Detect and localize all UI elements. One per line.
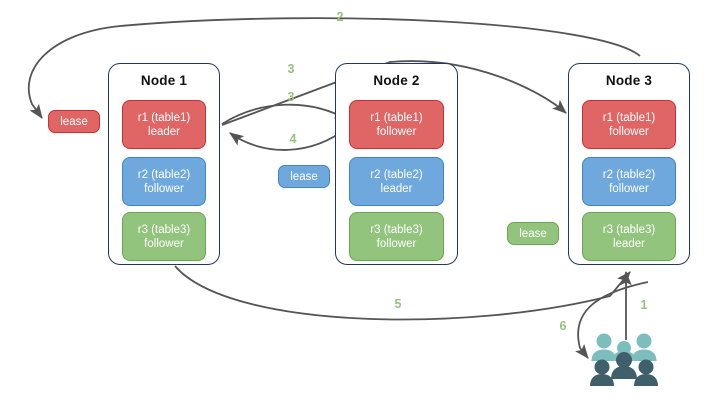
step-label-6: 6 — [559, 319, 567, 333]
replica-role: follower — [609, 125, 649, 138]
edge-3-node1-to-node2 — [221, 103, 349, 125]
replica-role: follower — [376, 125, 417, 138]
node-title: Node 2 — [373, 73, 420, 88]
replica-r3[interactable]: r3 (table3) leader — [582, 212, 676, 261]
edge-5-node1-to-node3 — [174, 265, 631, 321]
replica-role: leader — [380, 182, 413, 195]
replica-role: follower — [376, 237, 417, 250]
node-title: Node 1 — [140, 73, 188, 88]
replica-name: r2 (table2) — [370, 168, 423, 181]
replica-name: r3 (table3) — [137, 223, 191, 236]
replica-name: r3 (table3) — [370, 223, 423, 236]
replica-name: r1 (table1) — [370, 111, 423, 124]
replica-r2[interactable]: r2 (table2) leader — [349, 157, 444, 206]
node-box-2[interactable]: Node 2 r1 (table1) follower r2 (table2) … — [335, 63, 458, 265]
step-label-3-lower: 3 — [287, 90, 295, 104]
users-group-icon — [590, 333, 658, 386]
step-label-1: 1 — [640, 298, 648, 312]
replica-r2[interactable]: r2 (table2) follower — [122, 157, 206, 206]
replica-role: follower — [609, 182, 649, 195]
node-box-1[interactable]: Node 1 r1 (table1) leader r2 (table2) fo… — [108, 63, 220, 265]
lease-badge-red[interactable]: lease — [48, 110, 100, 133]
lease-badge-blue[interactable]: lease — [278, 165, 330, 188]
replica-role: follower — [144, 237, 184, 250]
replica-r2[interactable]: r2 (table2) follower — [582, 157, 676, 206]
replica-name: r1 (table1) — [602, 111, 656, 124]
lease-badge-green[interactable]: lease — [507, 222, 559, 245]
replica-name: r2 (table2) — [137, 168, 191, 181]
node-box-3[interactable]: Node 3 r1 (table1) follower r2 (table2) … — [568, 63, 690, 265]
node-title: Node 3 — [605, 73, 653, 88]
replica-r1[interactable]: r1 (table1) follower — [349, 100, 444, 149]
replica-name: r3 (table3) — [602, 223, 656, 236]
replica-r1[interactable]: r1 (table1) follower — [582, 100, 676, 149]
step-label-5: 5 — [394, 297, 402, 311]
step-label-2: 2 — [336, 10, 344, 24]
replica-name: r2 (table2) — [602, 168, 656, 181]
replica-name: r1 (table1) — [137, 111, 191, 124]
replica-r1[interactable]: r1 (table1) leader — [122, 100, 206, 149]
replica-role: follower — [144, 182, 184, 195]
step-label-4: 4 — [289, 132, 297, 146]
step-label-3-upper: 3 — [287, 62, 295, 76]
replica-r3[interactable]: r3 (table3) follower — [122, 212, 206, 261]
replica-role: leader — [148, 125, 180, 138]
replica-r3[interactable]: r3 (table3) follower — [349, 212, 444, 261]
replica-role: leader — [613, 237, 645, 250]
